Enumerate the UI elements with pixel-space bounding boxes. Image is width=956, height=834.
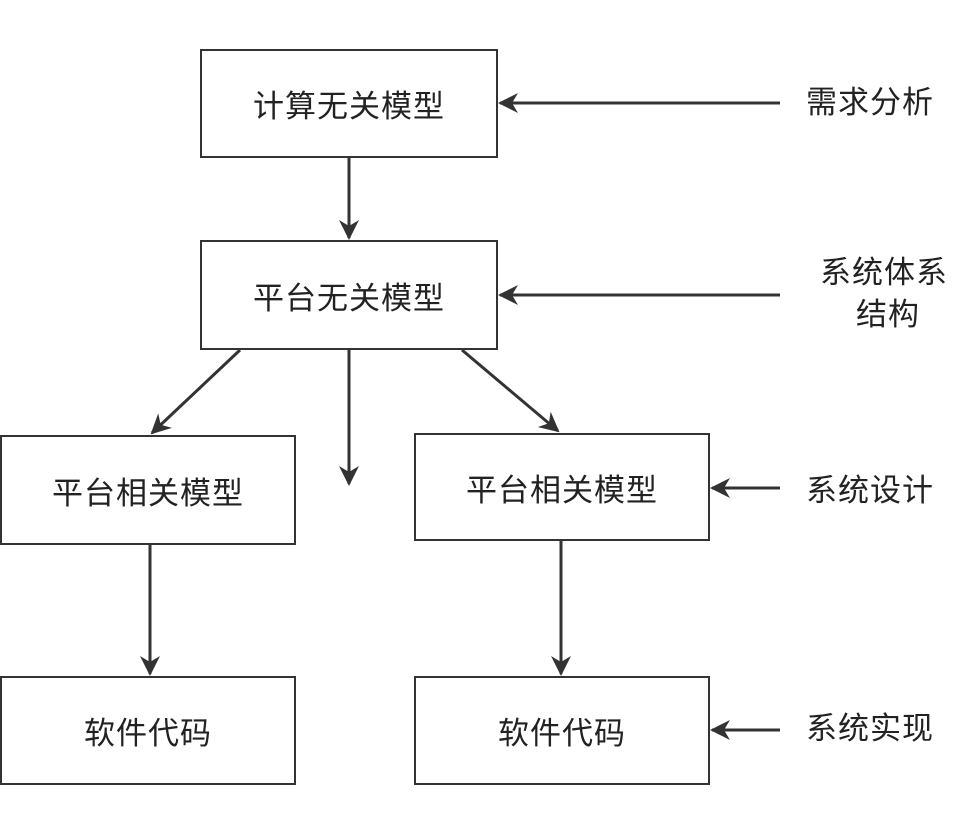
cim-box-label: 计算无关模型 xyxy=(253,89,445,125)
code-left-box-label: 软件代码 xyxy=(84,716,212,752)
pim-box-label: 平台无关模型 xyxy=(253,280,445,317)
psm-left-box: 平台相关模型 xyxy=(0,435,296,545)
design-label: 系统设计 xyxy=(806,473,934,509)
architecture-label: 系统体系 结构 xyxy=(820,252,956,336)
arrow-pim-to-psm-left xyxy=(150,348,242,435)
cim-box: 计算无关模型 xyxy=(200,49,498,158)
psm-left-box-label: 平台相关模型 xyxy=(52,475,244,512)
pim-box: 平台无关模型 xyxy=(200,240,498,350)
code-right-box: 软件代码 xyxy=(414,676,710,785)
architecture-label-line1: 系统体系 xyxy=(820,255,948,291)
code-left-box: 软件代码 xyxy=(0,676,296,785)
code-right-box-label: 软件代码 xyxy=(498,716,626,752)
architecture-label-line2: 结构 xyxy=(856,297,920,333)
psm-right-box-label: 平台相关模型 xyxy=(466,472,658,509)
psm-right-box: 平台相关模型 xyxy=(414,433,710,541)
requirements-label: 需求分析 xyxy=(806,85,934,121)
implementation-label: 系统实现 xyxy=(806,711,934,747)
arrow-pim-to-psm-right xyxy=(461,348,560,433)
